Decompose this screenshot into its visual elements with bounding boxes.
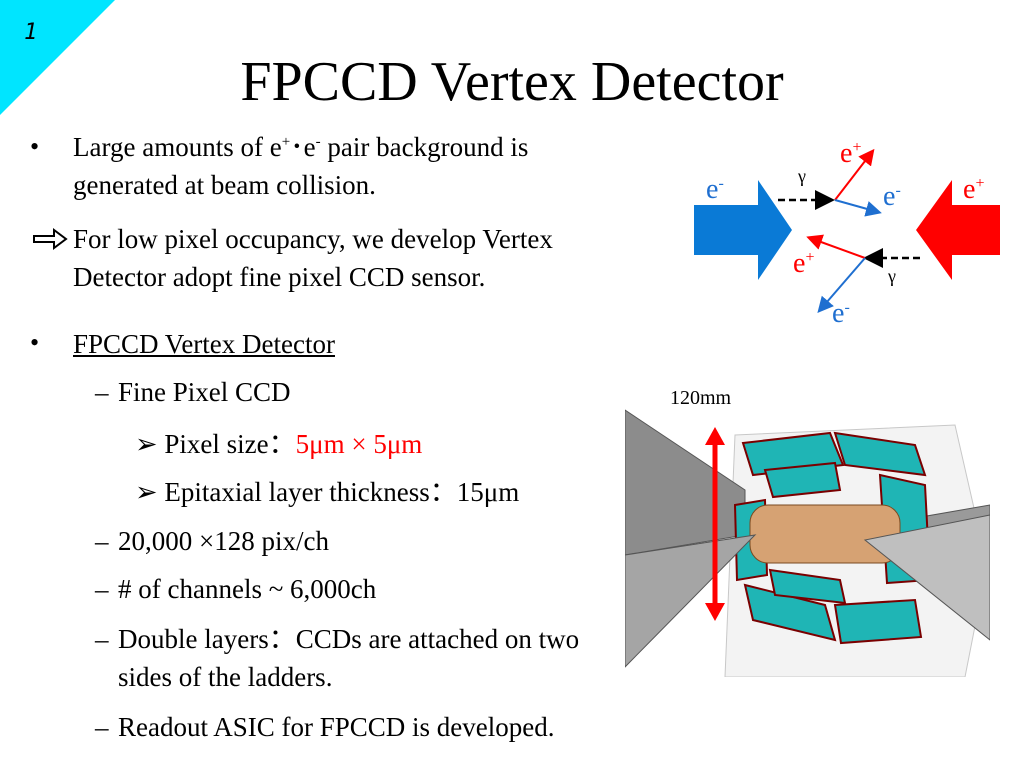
beam-arrow-left: [694, 180, 792, 280]
sub-3-text: # of channels ~ 6,000ch: [118, 574, 377, 604]
chevron-right-icon: ➢: [135, 429, 165, 459]
sub-5-text: Readout ASIC for FPCCD is developed.: [118, 712, 555, 742]
pixel-size-row: ➢ Pixel size：5μm × 5μm: [135, 429, 423, 459]
bullet-1-text: Large amounts of e+･e- pair background i…: [73, 132, 529, 200]
dash-4: –: [95, 624, 109, 654]
svg-text:e+: e+: [793, 248, 814, 279]
svg-text:e+: e+: [840, 138, 861, 169]
beam-arrow-right: [916, 180, 1000, 280]
svg-text:e-: e-: [883, 181, 901, 212]
chevron-right-icon-2: ➢: [135, 477, 165, 507]
svg-text:γ: γ: [797, 166, 806, 186]
dash-3: –: [95, 574, 109, 604]
svg-text:e-: e-: [832, 298, 850, 329]
slide-number: 1: [24, 20, 38, 45]
bullet-dot: •: [30, 132, 40, 161]
sub-2-text: 20,000 ×128 pix/ch: [118, 526, 329, 556]
svg-text:e-: e-: [706, 174, 724, 205]
collision-diagram: e- e+ e+ e- e+ e- γ γ: [694, 138, 1000, 329]
svg-text:e+: e+: [963, 174, 984, 205]
arrow-point-text: For low pixel occupancy, we develop Vert…: [73, 224, 553, 292]
bullet-2-text: FPCCD Vertex Detector: [73, 329, 335, 359]
dash-5: –: [95, 712, 109, 742]
dash-2: –: [95, 526, 109, 556]
svg-text:γ: γ: [887, 266, 896, 286]
detector-illustration: [625, 405, 990, 677]
slide-title: FPCCD Vertex Detector: [240, 51, 784, 113]
sub-1-text: Fine Pixel CCD: [118, 377, 291, 407]
corner-triangle: [0, 0, 115, 115]
epitaxial-row: ➢ Epitaxial layer thickness：15μm: [135, 477, 520, 507]
arrow-bullet-icon: [33, 228, 68, 250]
dash-1: –: [95, 377, 109, 407]
dimension-label: 120mm: [670, 387, 732, 409]
bullet-dot-2: •: [30, 328, 40, 357]
